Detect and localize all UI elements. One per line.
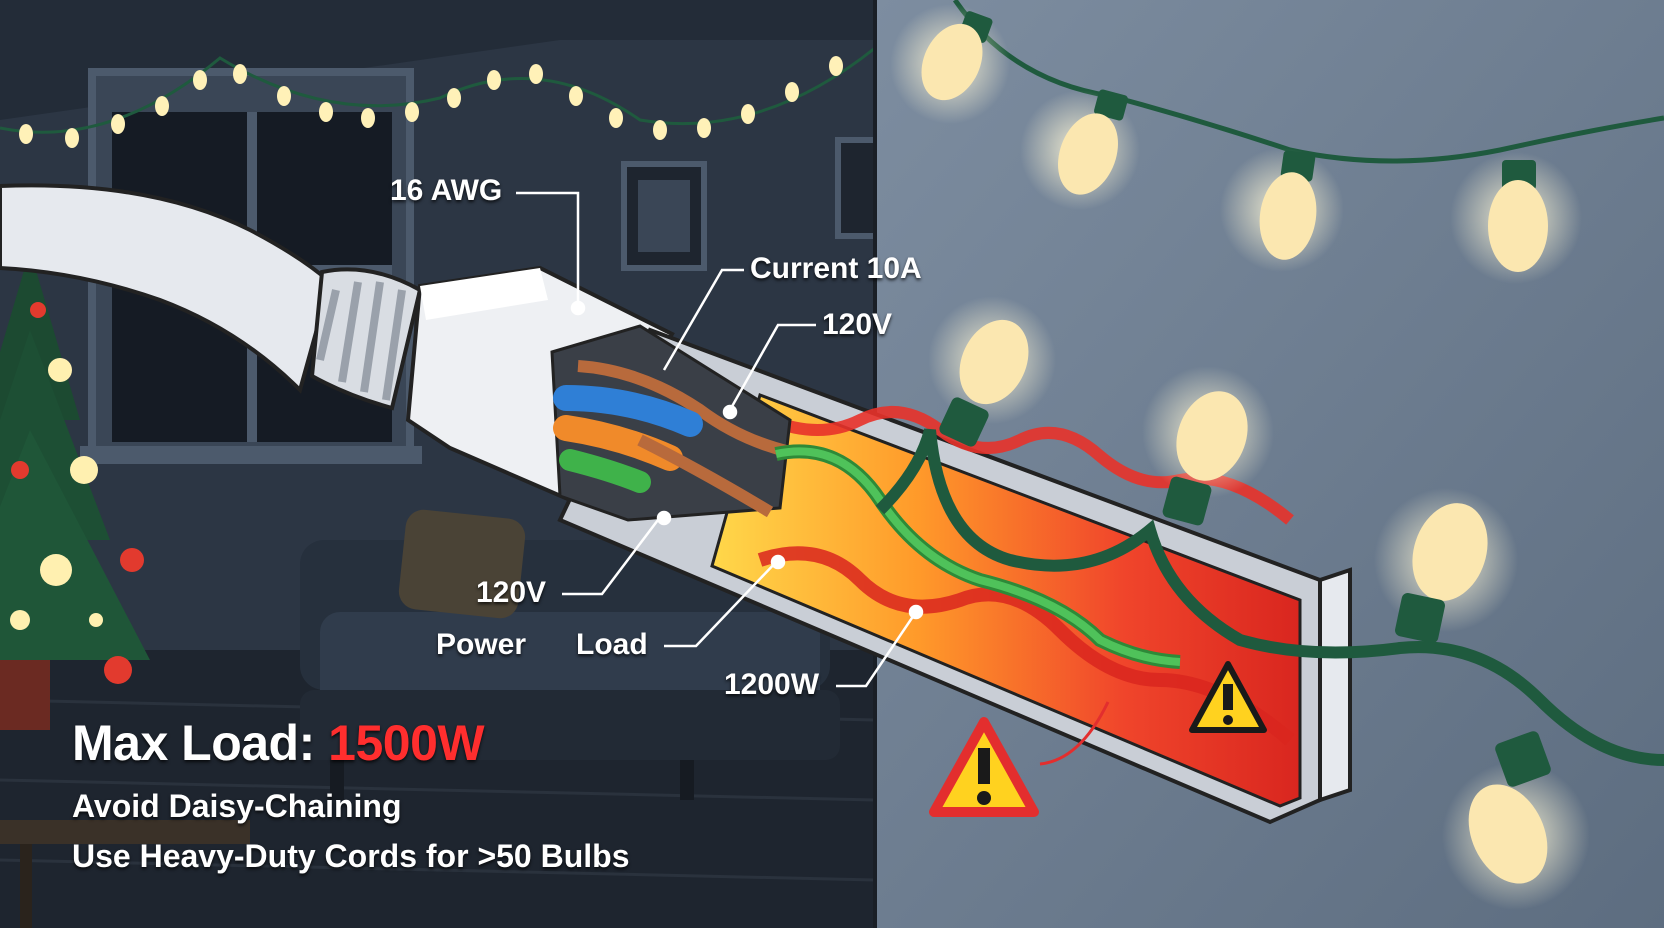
bulb — [1395, 503, 1488, 643]
bulb — [1488, 160, 1548, 272]
wall-string-lights — [890, 0, 1664, 284]
label-current: Current 10A — [750, 252, 922, 285]
label-voltage-bottom: 120V — [476, 576, 547, 609]
label-load: Load — [576, 628, 648, 661]
bulb — [1468, 731, 1551, 884]
christmas-tree — [0, 250, 150, 730]
label-gauge: 16 AWG — [390, 174, 503, 207]
strain-relief — [309, 267, 423, 411]
max-load-prefix: Max Load: — [72, 715, 315, 771]
bulb — [1162, 391, 1248, 526]
ceiling-string-lights — [0, 46, 876, 148]
bulb — [921, 11, 993, 101]
internal-wires — [550, 324, 1181, 669]
bulb — [939, 319, 1029, 447]
bulbs-lower — [928, 296, 1590, 910]
label-power: Power — [436, 628, 527, 661]
warning-leader-line — [1039, 701, 1110, 766]
leader-lines — [516, 191, 924, 688]
max-load-heading: Max Load: 1500W — [72, 714, 485, 772]
label-watts: 1200W — [724, 668, 820, 701]
bulb — [1259, 150, 1317, 260]
tip-heavy-duty: Use Heavy-Duty Cords for >50 Bulbs — [72, 838, 630, 874]
warning-triangle-icon — [1189, 661, 1267, 733]
label-voltage-top: 120V — [822, 308, 893, 341]
warning-triangle-icon — [929, 717, 1039, 817]
max-load-value: 1500W — [328, 715, 485, 771]
light-string-cable — [875, 428, 1664, 766]
wall-picture — [621, 137, 881, 271]
bulb — [1058, 89, 1128, 195]
coffee-table — [0, 820, 250, 928]
tip-daisy-chaining: Avoid Daisy-Chaining — [72, 788, 402, 824]
extension-cord — [0, 183, 675, 503]
